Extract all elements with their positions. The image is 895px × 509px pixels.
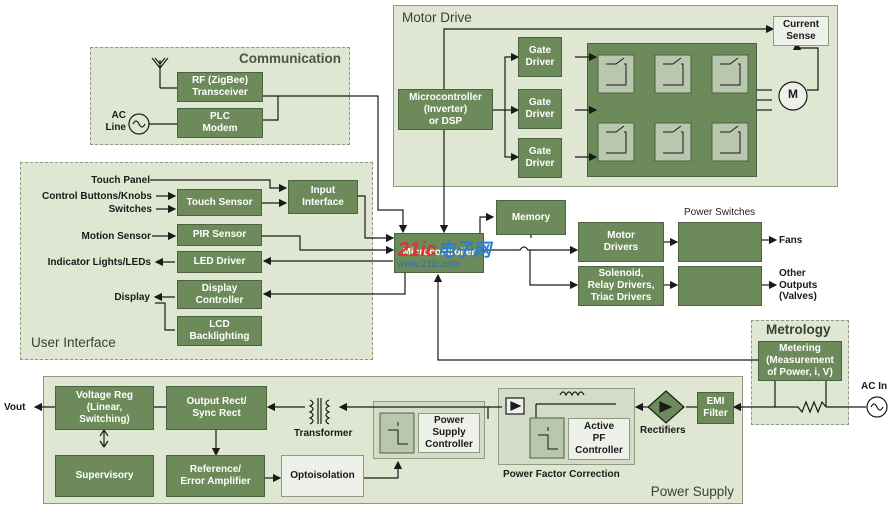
display-controller-block: Display Controller: [177, 280, 262, 309]
watermark-text-b: 电子网: [436, 240, 491, 260]
gate-driver-1: Gate Driver: [518, 37, 562, 77]
current-sense-block: Current Sense: [773, 16, 829, 46]
metrology-title: Metrology: [766, 322, 831, 337]
led-driver-block: LED Driver: [177, 251, 262, 273]
other-outputs-label: Other Outputs (Valves): [779, 268, 818, 302]
communication-title: Communication: [238, 51, 341, 66]
gate-driver-2: Gate Driver: [518, 89, 562, 129]
power-switch-outputs: [678, 266, 762, 306]
pfc-label: Power Factor Correction: [503, 469, 620, 480]
control-buttons-label: Control Buttons/Knobs: [42, 191, 152, 202]
metering-block: Metering (Measurement of Power, i, V): [758, 341, 842, 381]
motor-drivers-block: Motor Drivers: [578, 222, 664, 262]
main-microcontroller-block: Microcontroller: [394, 233, 484, 273]
rectifiers-label: Rectifiers: [640, 425, 686, 436]
output-rect-block: Output Rect/ Sync Rect: [166, 386, 267, 430]
vout-label: Vout: [4, 402, 26, 413]
solenoid-drivers-block: Solenoid, Relay Drivers, Triac Drivers: [578, 266, 664, 306]
optoisolation-block: Optoisolation: [281, 455, 364, 497]
pir-sensor-block: PIR Sensor: [177, 224, 262, 246]
input-interface-block: Input Interface: [288, 180, 358, 214]
fans-label: Fans: [779, 235, 803, 246]
power-switches-label: Power Switches: [684, 207, 756, 218]
switches-label: Switches: [108, 204, 152, 215]
ac-line-label: AC Line: [105, 110, 126, 133]
lcd-backlighting-block: LCD Backlighting: [177, 316, 262, 346]
power-supply-controller-block: Power Supply Controller: [418, 413, 480, 453]
motion-sensor-label: Motion Sensor: [81, 231, 151, 242]
rf-transceiver-block: RF (ZigBee) Transceiver: [177, 72, 263, 102]
indicator-lights-label: Indicator Lights/LEDs: [47, 257, 151, 268]
power-supply-title: Power Supply: [650, 484, 734, 499]
watermark-url: www.21ic.com: [397, 259, 461, 270]
supervisory-block: Supervisory: [55, 455, 154, 497]
motor-drive-title: Motor Drive: [402, 10, 472, 25]
inverter-microcontroller-block: Microcontroller (Inverter) or DSP: [398, 89, 493, 130]
ac-in-label: AC In: [861, 381, 888, 392]
watermark-text-a: 21ic: [398, 239, 437, 261]
voltage-reg-block: Voltage Reg (Linear, Switching): [55, 386, 154, 430]
power-switch-fans: [678, 222, 762, 262]
display-label: Display: [114, 292, 150, 303]
user-interface-title: User Interface: [31, 335, 116, 350]
touch-sensor-block: Touch Sensor: [177, 189, 262, 216]
active-pf-controller-block: Active PF Controller: [568, 418, 630, 460]
touch-panel-label: Touch Panel: [91, 175, 150, 186]
reference-amplifier-block: Reference/ Error Amplifier: [166, 455, 265, 497]
plc-modem-block: PLC Modem: [177, 108, 263, 138]
motor-symbol-label: M: [788, 87, 798, 101]
gate-driver-3: Gate Driver: [518, 138, 562, 178]
emi-filter-block: EMI Filter: [697, 392, 734, 424]
memory-block: Memory: [496, 200, 566, 235]
watermark-logo: 21ic电子网: [398, 236, 491, 262]
transformer-label: Transformer: [294, 428, 353, 439]
